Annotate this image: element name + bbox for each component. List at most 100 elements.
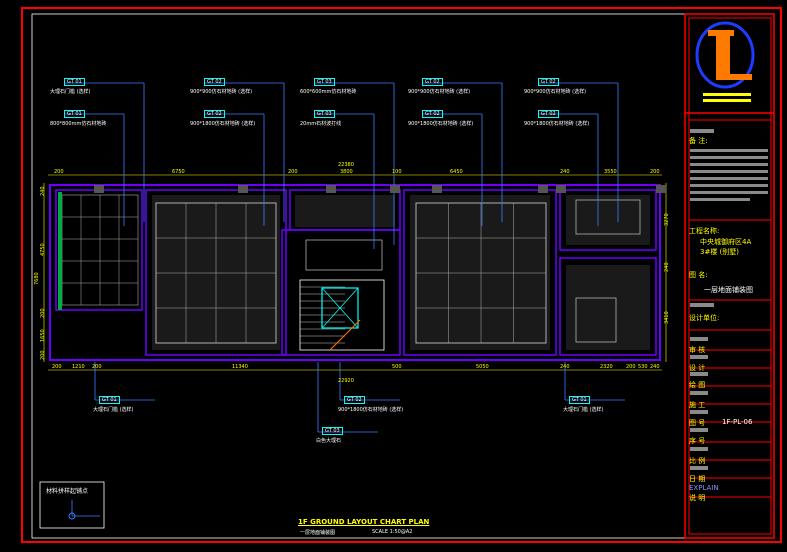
room-stair — [281, 229, 401, 356]
bottom-segment-dim: 11340 — [232, 364, 248, 370]
redacted-block — [690, 177, 768, 180]
callout-tag: GT 02 — [204, 110, 225, 118]
left-total-dim: 7680 — [34, 272, 40, 285]
bottom-segment-dim: 5050 — [476, 364, 489, 370]
marble-fill — [295, 195, 395, 227]
unit-label: 设计单位: — [689, 314, 720, 322]
callout-tag: GT 02 — [204, 78, 225, 86]
left-segment-dim: 4750 — [40, 243, 46, 256]
project-name-2: 3#楼 (别墅) — [700, 248, 740, 256]
callout-tag: GT 03 — [314, 78, 335, 86]
redacted-block — [690, 163, 768, 166]
column-post — [432, 185, 442, 193]
top-segment-dim: 3800 — [340, 169, 353, 175]
column-post — [238, 185, 248, 193]
logo-letter — [708, 30, 734, 36]
left-segment-dim: 1650 — [40, 329, 46, 342]
tb-row-construction: 施 工 — [689, 401, 706, 409]
top-segment-dim: 240 — [560, 169, 570, 175]
tb-row-scale: 比 例 — [689, 457, 706, 465]
callout-tag: GT 01 — [569, 396, 590, 404]
callout-label: 白色大理石 — [316, 438, 342, 444]
drawing-number: 1F-PL-06 — [722, 418, 753, 426]
tb-row-seq: 序 号 — [689, 437, 706, 445]
redacted-block — [690, 337, 708, 341]
bottom-segment-dim: 200 — [52, 364, 62, 370]
top-segment-dim: 200 — [54, 169, 64, 175]
top-segment-dim: 200 — [650, 169, 660, 175]
redacted-block — [690, 129, 714, 133]
right-segment-dim: 3270 — [664, 213, 670, 226]
left-segment-dim: 200 — [40, 308, 46, 318]
bottom-segment-dim: 500 — [392, 364, 402, 370]
redacted-block — [690, 372, 708, 376]
column-post — [538, 185, 548, 193]
callout-tag: GT 02 — [422, 110, 443, 118]
green-border-strip — [58, 192, 62, 310]
tb-row-drawing-no: 图 号 — [689, 419, 706, 427]
callout-tag: GT 02 — [538, 78, 559, 86]
redacted-block — [690, 466, 708, 470]
redacted-block — [690, 170, 768, 173]
title-block-frame — [684, 13, 775, 539]
callout-label: 900*1800仿石材地砖 (选样) — [524, 121, 590, 127]
callout-tag: GT 01 — [64, 110, 85, 118]
callout-label: 900*900仿石材地砖 (选样) — [190, 89, 253, 95]
logo-letter — [716, 30, 730, 80]
redacted-block — [690, 447, 708, 451]
small-room-tile — [575, 199, 641, 235]
right-segment-dim: 3410 — [664, 311, 670, 324]
logo-bar — [703, 99, 751, 102]
top-segment-dim: 6750 — [172, 169, 185, 175]
callout-label: 600*600mm仿石材地砖 — [300, 89, 357, 95]
marble-fill — [566, 195, 650, 245]
tb-row-review: 审 核 — [689, 346, 706, 354]
plan-outer-wall — [49, 184, 661, 361]
callout-tag: GT 03 — [314, 110, 335, 118]
tb-row-notes: 说 明 — [689, 494, 706, 502]
bottom-segment-dim: 200 — [92, 364, 102, 370]
small-room-tile — [575, 297, 617, 343]
outer-frame — [21, 7, 782, 543]
redacted-block — [690, 428, 708, 432]
project-name-1: 中央城御府区4A — [700, 238, 752, 246]
room-dining — [403, 189, 557, 356]
marble-fill — [410, 195, 550, 350]
top-segment-dim: 3550 — [604, 169, 617, 175]
redacted-block — [690, 184, 768, 187]
bottom-segment-dim: 240 — [650, 364, 660, 370]
column-post — [94, 185, 104, 193]
drawing-scale: SCALE 1:50@A2 — [372, 529, 413, 535]
redacted-block — [690, 410, 708, 414]
callout-label: 800*800mm仿石材地砖 — [50, 121, 107, 127]
elevator-cross — [321, 287, 359, 329]
callout-label: 900*1800仿石材地砖 (选样) — [408, 121, 474, 127]
top-segment-dim: 200 — [288, 169, 298, 175]
drawing-name-label: 图 名: — [689, 271, 708, 279]
callout-label: 900*1800仿石材地砖 (选样) — [190, 121, 256, 127]
column-post — [556, 185, 566, 193]
callout-label: 大理石门槛 (选样) — [563, 407, 604, 413]
callout-tag: GT 01 — [99, 396, 120, 404]
redacted-block — [690, 191, 768, 194]
room-entry — [55, 189, 143, 311]
column-post — [390, 185, 400, 193]
callout-tag: GT 01 — [64, 78, 85, 86]
redacted-block — [690, 156, 768, 159]
project-label: 工程名称: — [689, 227, 720, 235]
logo-ring — [695, 21, 755, 89]
room-living — [145, 189, 287, 356]
stair-arrow — [329, 319, 361, 351]
drawing-name: 一层地面铺装图 — [704, 286, 753, 294]
redacted-block — [690, 391, 708, 395]
drawing-title: 1F GROUND LAYOUT CHART PLAN — [298, 518, 430, 526]
top-overall-dim: 22380 — [338, 162, 354, 168]
column-post — [656, 185, 666, 193]
bottom-segment-dim: 1210 — [72, 364, 85, 370]
callout-label: 900*1800仿石材地砖 (选样) — [338, 407, 404, 413]
left-segment-dim: 240 — [40, 186, 46, 196]
tb-row-design: 设 计 — [689, 364, 706, 372]
legend-box — [39, 481, 105, 529]
